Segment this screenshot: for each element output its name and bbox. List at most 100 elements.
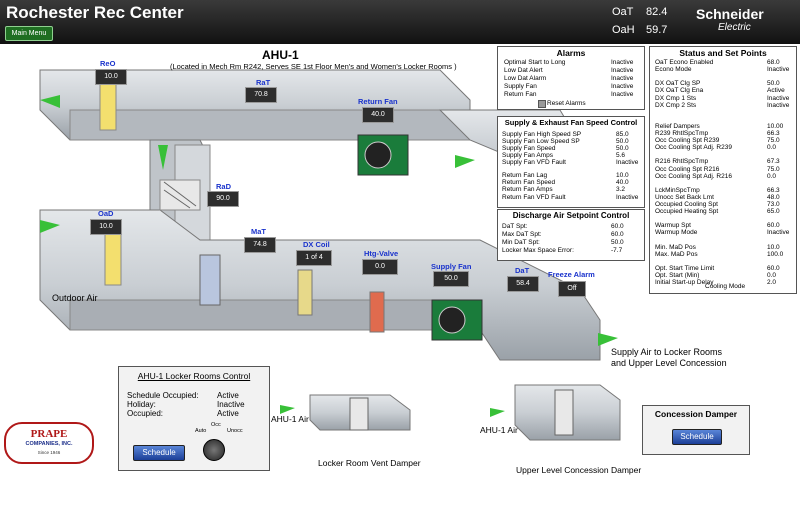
alarm-row-value: Inactive xyxy=(611,75,634,82)
supply-air-label-2: and Upper Level Concession xyxy=(611,358,727,368)
rad-label: RaD xyxy=(216,182,232,191)
logo-line2: COMPANIES, INC. xyxy=(25,441,73,447)
locker-ahu-air-label: AHU-1 Air xyxy=(271,414,309,424)
discharge-title: Discharge Air Setpoint Control xyxy=(512,211,630,220)
freeze-alarm-label: Freeze Alarm xyxy=(548,270,595,279)
status-row-value: 10.00 xyxy=(767,122,784,130)
discharge-row-value: 50.0 xyxy=(611,239,624,246)
header-bar: Rochester Rec Center Main Menu OaT 82.4 … xyxy=(0,0,800,44)
status-row-value: 75.0 xyxy=(767,165,780,173)
status-row-label: Min. MaD Pos xyxy=(655,243,696,251)
alarms-title: Alarms xyxy=(556,48,586,58)
status-row-value: 67.3 xyxy=(767,158,780,166)
alarm-row-label: Low Dat Alert xyxy=(504,67,543,74)
status-row-value: 60.0 xyxy=(767,222,780,230)
status-row-label: R216 RhtlSpcTmp xyxy=(655,158,709,166)
return-fan-value[interactable]: 40.0 xyxy=(362,107,394,123)
fan-row-label: Return Fan Lag xyxy=(502,172,548,179)
reo-label: ReO xyxy=(100,59,116,68)
status-row-label: Econo Mode xyxy=(655,66,692,74)
fan-speed-title: Supply & Exhaust Fan Speed Control xyxy=(504,118,638,127)
discharge-row-label: DaT Spt: xyxy=(502,223,528,230)
concession-air-arrow-icon xyxy=(490,408,505,417)
concession-schedule-button[interactable]: Schedule xyxy=(672,429,722,445)
locker-schedule-button[interactable]: Schedule xyxy=(133,445,185,461)
status-footer: Cooling Mode xyxy=(705,283,746,290)
outdoor-air-arrow-icon xyxy=(40,220,60,233)
occupancy-knob[interactable] xyxy=(203,439,225,461)
locker-row-label: Holiday: xyxy=(127,400,156,409)
status-row-value: 65.0 xyxy=(767,208,780,216)
locker-row-label: Schedule Occupied: xyxy=(127,391,199,400)
reo-value[interactable]: 10.0 xyxy=(95,69,127,85)
status-row-label: DX Cmp 2 Sts xyxy=(655,101,697,109)
status-row-value: 73.0 xyxy=(767,201,780,208)
rad-value[interactable]: 90.0 xyxy=(207,191,239,207)
fan-row-value: Inactive xyxy=(616,159,639,166)
site-title: Rochester Rec Center xyxy=(6,3,184,22)
supply-air-arrow-icon xyxy=(598,333,618,346)
supply-fan-value[interactable]: 50.0 xyxy=(433,271,469,287)
locker-row-label: Occupied: xyxy=(127,409,164,418)
oad-value[interactable]: 10.0 xyxy=(90,219,122,235)
status-row-value: Inactive xyxy=(767,101,790,109)
main-menu-button[interactable]: Main Menu xyxy=(5,26,53,41)
status-row-value: 60.0 xyxy=(767,264,780,272)
discharge-panel: Discharge Air Setpoint Control DaT Spt: 6… xyxy=(497,209,645,261)
concession-ahu-air-label: AHU-1 Air xyxy=(480,425,518,435)
alarm-row-label: Optimal Start to Long xyxy=(504,59,566,66)
fan-row-value: 50.0 xyxy=(616,138,629,145)
status-row-label: R239 RhtlSpcTmp xyxy=(655,130,709,137)
logo-line3: Since 1946 xyxy=(37,450,61,455)
rat-value[interactable]: 70.8 xyxy=(245,87,277,103)
htg-valve-label: Htg-Valve xyxy=(364,249,399,258)
status-row-value: 10.0 xyxy=(767,243,780,251)
alarm-row-value: Inactive xyxy=(611,67,634,74)
discharge-row-label: Locker Max Space Error: xyxy=(502,247,574,254)
alarm-row-value: Inactive xyxy=(611,83,634,90)
rat-label: RaT xyxy=(256,78,271,87)
locker-control-panel: AHU-1 Locker Rooms Control Schedule Occu… xyxy=(118,366,270,471)
status-row-label: Opt. Start (Min) xyxy=(655,272,700,279)
dx-coil-value[interactable]: 1 of 4 xyxy=(296,250,332,266)
freeze-alarm-value[interactable]: Off xyxy=(558,281,586,297)
return-fan-label: Return Fan xyxy=(358,97,398,106)
discharge-row-label: Max DaT Spt: xyxy=(502,231,542,238)
outdoor-air-label: Outdoor Air xyxy=(52,293,98,303)
knob-auto-label: Auto xyxy=(195,428,207,434)
status-row-label: DX Cmp 1 Sts xyxy=(655,94,697,102)
status-row-value: Inactive xyxy=(767,229,790,237)
htg-valve-value[interactable]: 0.0 xyxy=(362,259,398,275)
return-down-arrow-icon xyxy=(158,145,168,170)
locker-air-arrow-icon xyxy=(280,405,295,414)
ahu-subtitle: (Located in Mech Rm R242, Serves SE 1st … xyxy=(170,62,457,71)
status-row-value: 50.0 xyxy=(767,80,780,88)
dat-value[interactable]: 58.4 xyxy=(507,276,539,292)
supply-air-label-1: Supply Air to Locker Rooms xyxy=(611,347,723,357)
dx-coil-label: DX Coil xyxy=(303,240,330,249)
reset-alarms-label[interactable]: Reset Alarms xyxy=(547,100,586,107)
reset-alarms-button[interactable] xyxy=(538,100,546,108)
oad-label: OaD xyxy=(98,209,114,218)
status-row-label: Occupied Cooling Spt xyxy=(655,201,718,208)
status-row-value: 100.0 xyxy=(767,250,784,258)
status-row-value: 75.0 xyxy=(767,137,780,145)
oat-value: 82.4 xyxy=(646,6,668,18)
status-row-label: Initial Start-up Delay xyxy=(655,279,714,287)
status-row-value: 2.0 xyxy=(767,279,777,287)
discharge-row-value: 60.0 xyxy=(611,223,624,230)
mat-label: MaT xyxy=(251,227,266,236)
status-row-value: 0.0 xyxy=(767,172,777,180)
status-row-label: Occ Cooling Spt Adj. R239 xyxy=(655,144,732,152)
locker-row-value: Active xyxy=(217,391,239,400)
knob-unocc-label: Unocc xyxy=(227,428,243,434)
status-row-label: Unocc Set Back Lmt xyxy=(655,193,714,201)
status-row-value: Inactive xyxy=(767,66,790,74)
prape-logo: PRAPE COMPANIES, INC. Since 1946 xyxy=(4,422,94,464)
supply-fan-label: Supply Fan xyxy=(431,262,472,271)
ahu-title: AHU-1 xyxy=(262,48,299,62)
logo-line1: PRAPE xyxy=(30,428,68,440)
mat-value[interactable]: 74.8 xyxy=(244,237,276,253)
fan-row-label: Supply Fan High Speed SP xyxy=(502,131,582,138)
